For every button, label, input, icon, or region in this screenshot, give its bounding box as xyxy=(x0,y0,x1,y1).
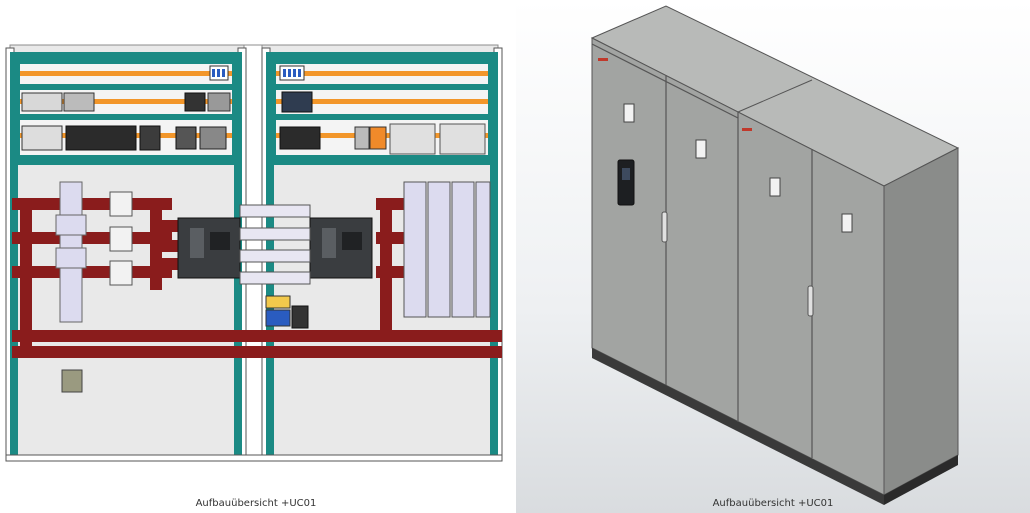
frame-bottom xyxy=(5,454,503,462)
left-view-caption: Aufbauübersicht +UC01 xyxy=(195,498,317,509)
brand-marks xyxy=(598,58,752,131)
door-handle-left xyxy=(661,211,668,243)
cabinet-front-drawing xyxy=(5,44,503,462)
isometric-view: Aufbauübersicht +UC01 xyxy=(516,0,1030,513)
terminal-blocks-left xyxy=(21,65,231,151)
front-layout-view: Aufbauübersicht +UC01 xyxy=(0,0,512,513)
plinth-side xyxy=(884,455,958,505)
teal-frame-left xyxy=(10,52,242,455)
door-handle-right xyxy=(807,285,814,317)
control-panel-display xyxy=(617,159,635,206)
right-view-caption: Aufbauübersicht +UC01 xyxy=(712,498,834,509)
cabinet-isometric-drawing xyxy=(590,5,960,505)
terminal-group-center xyxy=(265,295,309,329)
plinth-front xyxy=(592,348,884,505)
fuse-switches-right xyxy=(403,181,491,318)
display-screen xyxy=(622,168,630,180)
cabinet-top-joint xyxy=(737,79,813,113)
control-transformer xyxy=(61,369,83,393)
bridge-links xyxy=(239,204,311,285)
cabinet-side xyxy=(883,147,959,496)
fuse-holder-left xyxy=(55,181,87,323)
circuit-breaker-right xyxy=(309,217,373,279)
terminal-blocks-right xyxy=(279,65,486,155)
circuit-breaker-left xyxy=(177,217,241,279)
warning-labels xyxy=(623,103,853,233)
current-transformers xyxy=(109,191,133,286)
